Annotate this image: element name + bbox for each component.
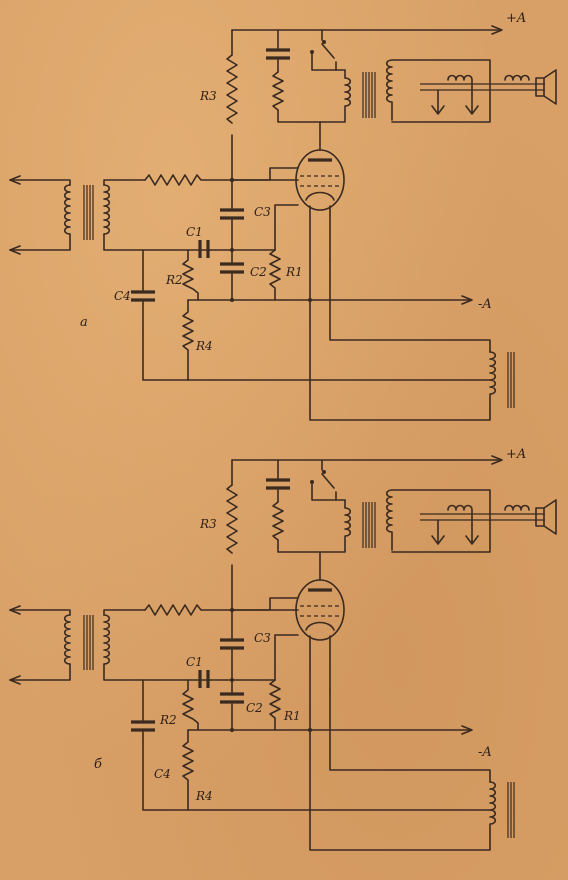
r4-label: R4 xyxy=(195,339,213,353)
c3-label: C3 xyxy=(254,205,271,219)
variant-b-label: б xyxy=(94,757,102,772)
c1-label: C1 xyxy=(186,225,203,239)
r4-label: R4 xyxy=(195,789,213,803)
r3-label: R3 xyxy=(199,517,217,531)
r2-label: R2 xyxy=(165,273,183,287)
circuit-a xyxy=(8,24,558,422)
c4-label: C4 xyxy=(114,289,131,303)
plus-a-label: +A xyxy=(506,447,526,462)
c2-label: C2 xyxy=(250,265,267,279)
r1-label: R1 xyxy=(285,265,303,279)
r2-label: R2 xyxy=(159,713,177,727)
r3-label: R3 xyxy=(199,89,217,103)
c2-label: C2 xyxy=(246,701,263,715)
r1-label: R1 xyxy=(283,709,301,723)
c3-label: C3 xyxy=(254,631,271,645)
circuit-b xyxy=(8,454,558,852)
minus-a-label: -A xyxy=(478,297,492,312)
c1-label: C1 xyxy=(186,655,203,669)
minus-a-label: -A xyxy=(478,745,492,760)
plus-a-label: +A xyxy=(506,11,526,26)
c4-label: C4 xyxy=(154,767,171,781)
variant-a-label: a xyxy=(80,315,88,330)
